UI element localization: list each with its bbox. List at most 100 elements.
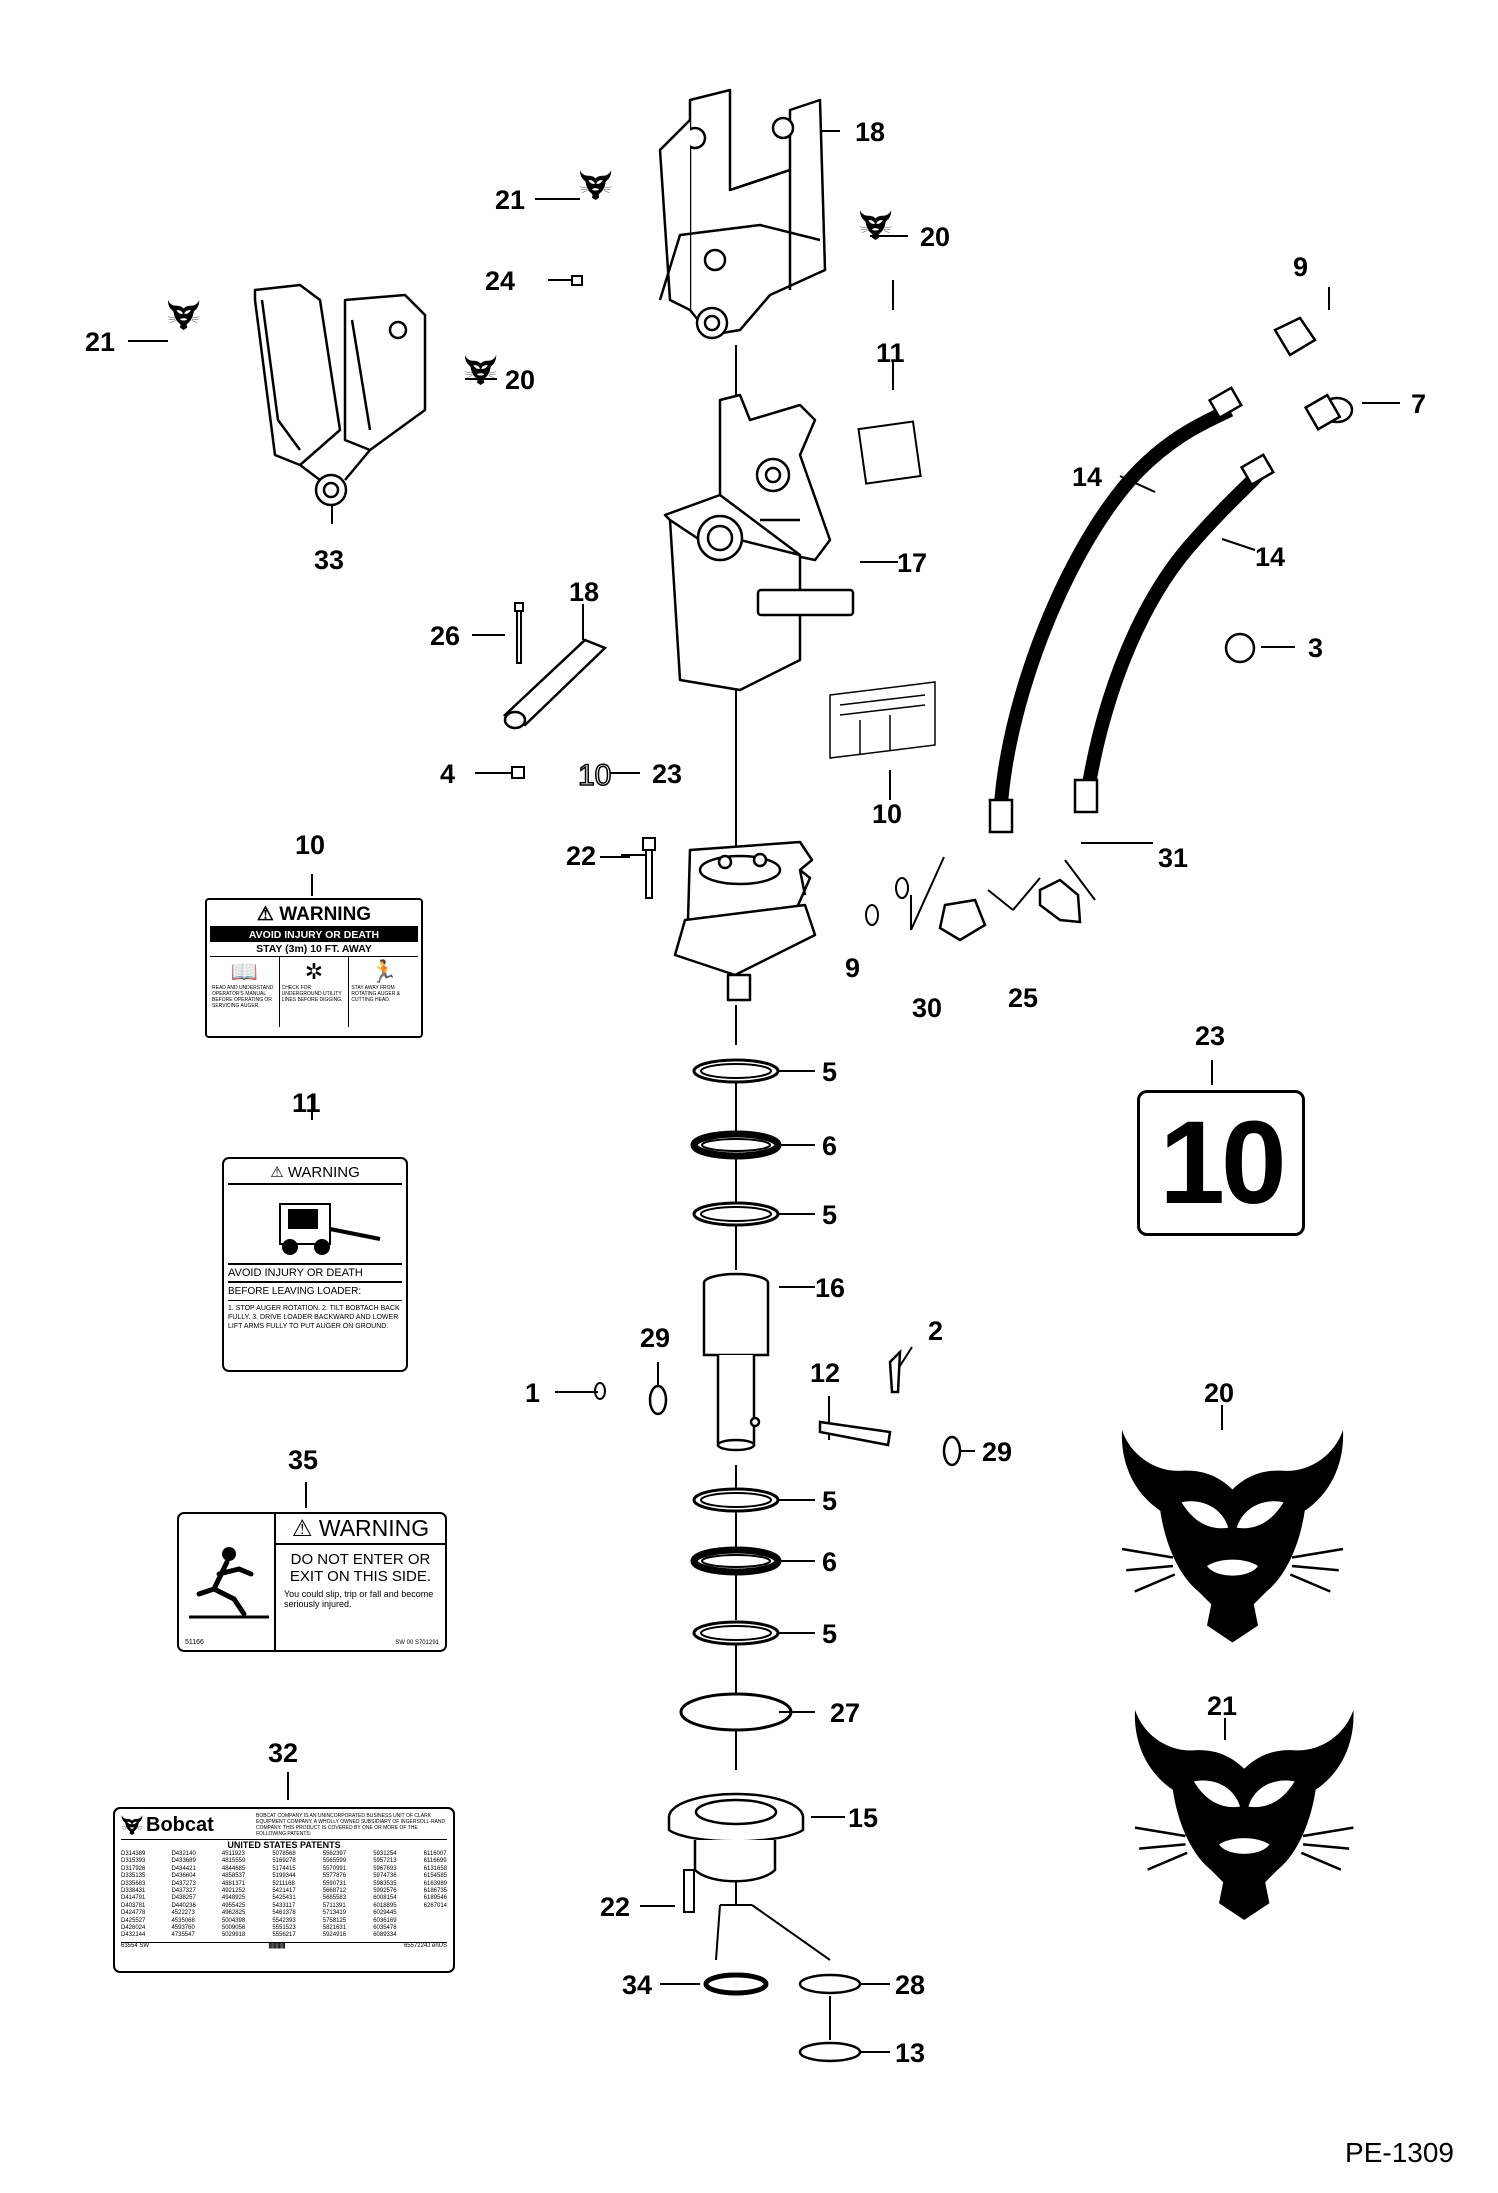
mount-tube-17	[663, 393, 855, 692]
seal-6	[694, 1134, 778, 1156]
patent-number: D438257	[171, 1895, 196, 1902]
callout-6: 6	[822, 1547, 837, 1577]
callout-22: 22	[600, 1892, 630, 1922]
callout-7: 7	[1411, 389, 1426, 419]
patent-number: D436604	[171, 1873, 196, 1880]
callout-30: 30	[912, 993, 942, 1023]
decal-col: 📖 READ AND UNDERSTAND OPERATOR'S MANUAL …	[210, 957, 280, 1027]
patent-number: 5590731	[322, 1880, 347, 1887]
patent-number	[424, 1925, 447, 1932]
callout-9: 9	[845, 953, 860, 983]
patent-number: 6186735	[423, 1887, 447, 1894]
grease-fitting-24	[571, 275, 583, 286]
utility-icon: ✲	[304, 959, 324, 984]
patent-number: D414791	[121, 1895, 146, 1902]
callout-24: 24	[485, 266, 515, 296]
lynch-pin-2	[888, 1348, 902, 1394]
callout-34: 34	[622, 1970, 652, 2000]
patent-number: 6018895	[373, 1902, 397, 1909]
patent-number: D317926	[121, 1865, 146, 1872]
patent-number: 5668712	[322, 1887, 347, 1894]
nut-4	[511, 766, 525, 779]
patent-number: 5758125	[322, 1917, 347, 1924]
decal-line1: AVOID INJURY OR DEATH	[210, 928, 418, 942]
clamp-3	[1224, 632, 1256, 664]
mount-bracket-33	[253, 283, 427, 507]
barcode-icon: |||||||||||||||||||||||||||||	[268, 1942, 285, 1949]
patent-number: D335135	[121, 1873, 146, 1880]
patent-number: D335683	[121, 1880, 146, 1887]
washer-29	[648, 1384, 962, 1467]
patent-number: 6036169	[373, 1917, 397, 1924]
callout-29: 29	[982, 1437, 1012, 1467]
patent-number: 6163989	[423, 1880, 447, 1887]
patents-title: UNITED STATES PATENTS	[121, 1839, 447, 1850]
decal-col: ✲ CHECK FOR UNDERGROUND UTILITY LINES BE…	[280, 957, 350, 1027]
patent-number: 4522273	[171, 1910, 195, 1917]
washer-5	[692, 1620, 780, 1646]
decal-text-area: ⚠ WARNING DO NOT ENTER OR EXIT ON THIS S…	[276, 1514, 445, 1650]
patent-number: 5551523	[272, 1924, 296, 1931]
loader-illustration-icon	[228, 1185, 402, 1263]
shaft-pin-12	[818, 1420, 892, 1447]
patent-number: D426024	[121, 1924, 146, 1931]
patent-number	[424, 1932, 447, 1939]
patent-number: 5421417	[272, 1887, 296, 1894]
decal-line2: STAY (3m) 10 FT. AWAY	[210, 942, 418, 957]
callout-11: 11	[876, 338, 905, 368]
patent-number: 6154585	[423, 1873, 447, 1880]
patent-number	[424, 1910, 447, 1917]
decal-line2: BEFORE LEAVING LOADER:	[228, 1283, 402, 1301]
patent-number: 5169278	[272, 1858, 296, 1865]
callout-6: 6	[822, 1131, 837, 1161]
o-ring-27	[679, 1692, 793, 1732]
callout-33: 33	[314, 545, 344, 575]
patent-number: D433689	[171, 1858, 196, 1865]
patent-number: 4948925	[221, 1895, 246, 1902]
ring-28	[798, 1973, 862, 1995]
ring-13	[798, 2041, 862, 2063]
callout-12: 12	[810, 1358, 840, 1388]
callout-2: 2	[928, 1316, 943, 1346]
patent-number: D315393	[121, 1858, 146, 1865]
patent-number: 5931254	[373, 1851, 397, 1857]
warning-decal-35: 51166 ⚠ WARNING DO NOT ENTER OR EXIT ON …	[177, 1512, 447, 1652]
patent-number: 4962825	[221, 1910, 246, 1917]
housing-15	[667, 1792, 805, 1883]
patent-number: 5924916	[322, 1932, 347, 1939]
reference-code: PE-1309	[1345, 2137, 1454, 2168]
patent-number: 5009056	[221, 1924, 246, 1931]
patent-number: D434421	[171, 1865, 196, 1872]
warning-decal-11: ⚠ WARNING AVOID INJURY OR DEATH BEFORE L…	[222, 1157, 408, 1372]
patent-number: D338431	[121, 1887, 146, 1894]
hose-ends	[988, 386, 1275, 834]
callout-5: 5	[822, 1057, 837, 1087]
warning-triangle-icon: ⚠	[256, 904, 274, 925]
patent-number: 4593760	[171, 1924, 195, 1931]
brand-name: Bobcat	[146, 1813, 214, 1836]
patent-number: 5078568	[272, 1851, 296, 1857]
patent-number: 4815559	[221, 1858, 246, 1865]
callout-25: 25	[1008, 983, 1038, 1013]
patent-number: 4844685	[221, 1865, 246, 1872]
patent-number: 5570991	[322, 1865, 347, 1872]
patent-number: 5562397	[322, 1851, 347, 1857]
decal-header: ⚠ WARNING	[276, 1514, 445, 1545]
patent-number: 5556217	[272, 1932, 296, 1939]
patent-number: 5713419	[322, 1910, 347, 1917]
patent-number: 6116007	[423, 1851, 447, 1857]
decal-header: ⚠ WARNING	[228, 1163, 402, 1185]
patent-number: 6008154	[373, 1895, 397, 1902]
bobcat-decal-21	[1133, 1708, 1355, 1922]
callout-4: 4	[440, 759, 455, 789]
decal-line1: AVOID INJURY OR DEATH	[228, 1263, 402, 1283]
callout-20: 20	[1204, 1378, 1234, 1408]
seal-34	[703, 1972, 769, 1996]
patent-number: 5983535	[373, 1880, 397, 1887]
patent-number: 5992576	[373, 1887, 397, 1894]
callout-18: 18	[569, 577, 599, 607]
hydraulic-hose-14	[993, 403, 1268, 831]
callout-21: 21	[85, 327, 115, 357]
callout-numbers: 18 21 20 24 9 21 20 11 7 14 17 14 33 18 …	[85, 117, 1426, 2068]
